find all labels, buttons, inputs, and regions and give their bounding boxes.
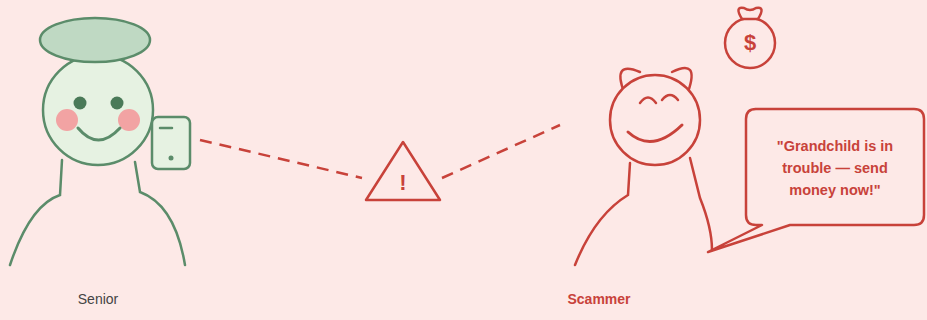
dashed-connector xyxy=(200,140,362,178)
speech-bubble: "Grandchild is in trouble — send money n… xyxy=(745,108,925,226)
currency-symbol: $ xyxy=(730,28,770,58)
warning-triangle: ! xyxy=(362,140,442,202)
speech-text: "Grandchild is in trouble — send money n… xyxy=(760,135,910,201)
person-label: Scammer xyxy=(560,291,638,307)
person-node: Senior xyxy=(0,10,200,315)
person-node: Scammer xyxy=(560,10,740,315)
dashed-connector xyxy=(442,125,560,178)
scammer-figure xyxy=(575,68,712,265)
warning-symbol: ! xyxy=(383,168,423,198)
money-bag: $ xyxy=(722,6,778,70)
person-label: Senior xyxy=(0,291,196,307)
senior-figure xyxy=(10,18,190,265)
